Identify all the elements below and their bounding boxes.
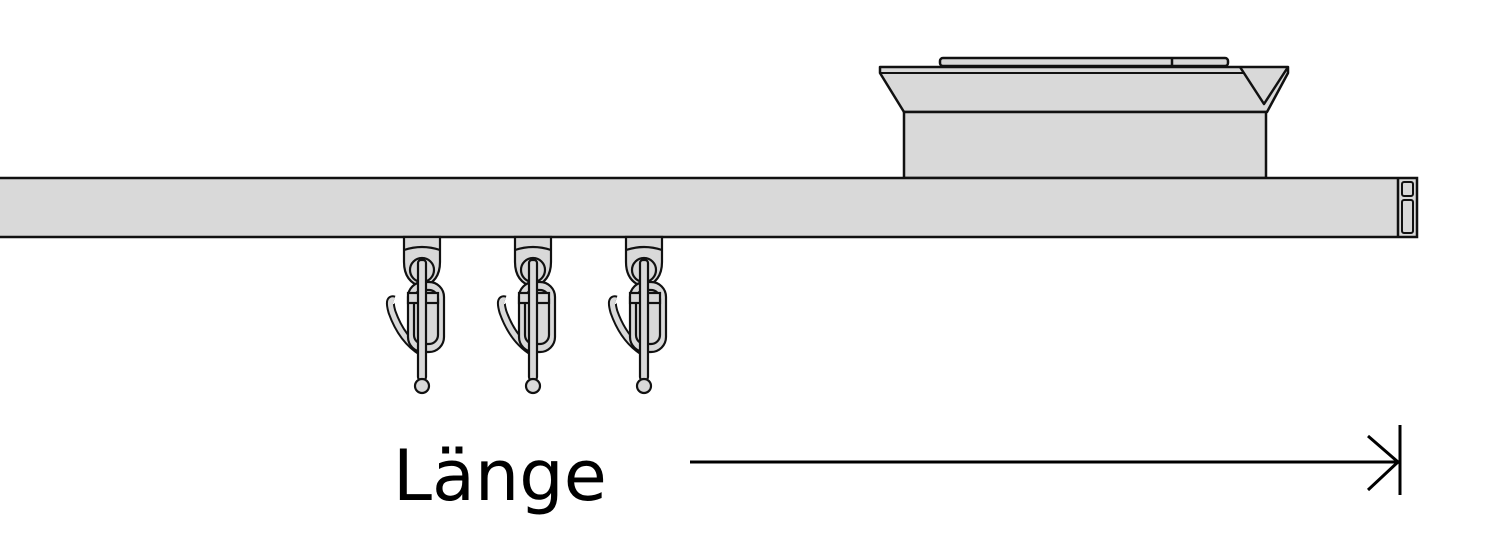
motor-top-plate [938,56,1230,68]
hooks [385,235,668,395]
curtain-hook [607,235,668,395]
motor-body [902,110,1268,180]
rail [0,176,1419,239]
length-dimension [690,425,1402,495]
rail-end-cap [1401,181,1414,197]
curtain-hook [385,235,446,395]
length-label: Länge [393,435,607,517]
arrow-head [1366,434,1401,492]
rail-profile [0,176,1419,239]
curtain-hook [496,235,557,395]
motor-unit [878,56,1290,180]
